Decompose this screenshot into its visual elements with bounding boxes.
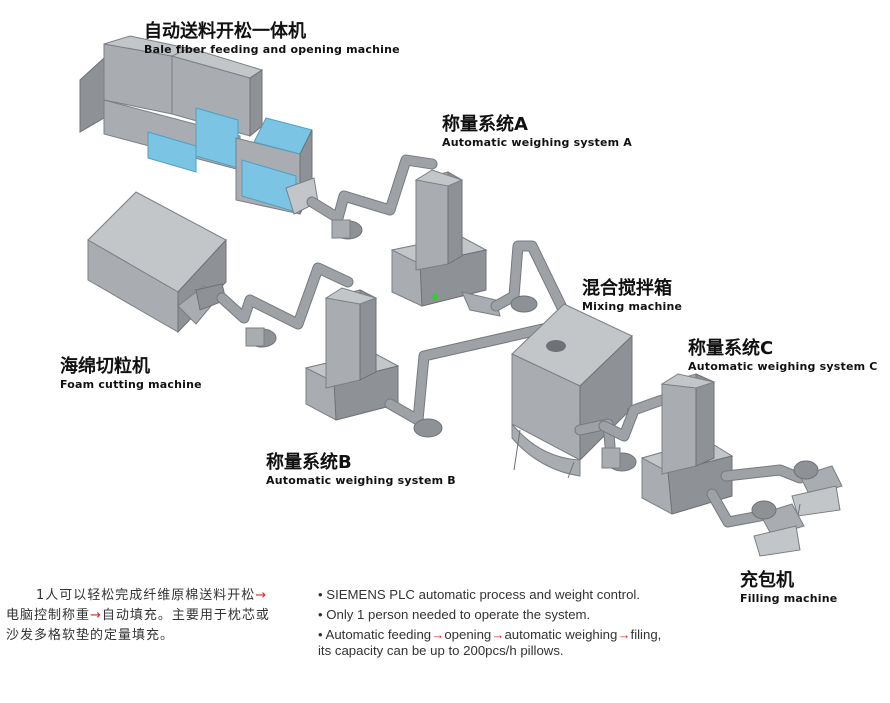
label-weigh-c: 称量系统C Automatic weighing system C bbox=[688, 338, 878, 374]
pipe-mixer-to-weigh-c bbox=[598, 394, 668, 472]
pipe-weigh-a-to-mixer bbox=[490, 240, 574, 326]
label-weigh-a: 称量系统A Automatic weighing system A bbox=[442, 114, 632, 150]
desc-en-b3-part1: • Automatic feeding bbox=[318, 627, 432, 642]
desc-en-bullet-1: • SIEMENS PLC automatic process and weig… bbox=[318, 587, 640, 602]
label-filler-cn: 充包机 bbox=[740, 570, 794, 591]
desc-cn-part1: 1人可以轻松完成纤维原棉送料开松 bbox=[36, 588, 256, 603]
bale-feeder-machine bbox=[79, 35, 319, 215]
foam-cutting-machine bbox=[87, 191, 227, 334]
arrow-icon: → bbox=[491, 627, 505, 642]
label-mixer-en: Mixing machine bbox=[582, 300, 683, 313]
label-weigh-c-en: Automatic weighing system C bbox=[688, 360, 878, 373]
mixing-machine bbox=[511, 303, 633, 479]
arrow-icon: → bbox=[431, 627, 445, 642]
desc-cn-part2: 电脑控制称重 bbox=[6, 608, 91, 623]
label-weigh-b-cn: 称量系统B bbox=[266, 452, 352, 473]
label-mixer: 混合搅拌箱 Mixing machine bbox=[582, 278, 682, 314]
label-bale-feeder-cn: 自动送料开松一体机 bbox=[144, 21, 306, 42]
arrow-icon: → bbox=[617, 627, 631, 642]
desc-en-bullet-2: • Only 1 person needed to operate the sy… bbox=[318, 607, 591, 622]
label-bale-feeder-en: Bale fiber feeding and opening machine bbox=[144, 43, 400, 56]
desc-en-b3-part3: automatic weighing bbox=[504, 627, 618, 642]
filling-machine bbox=[751, 460, 843, 557]
label-weigh-a-en: Automatic weighing system A bbox=[442, 136, 633, 149]
pipe-feeder-to-weigh-a bbox=[306, 154, 438, 240]
desc-cn-part3: 自动填充。主要用于枕芯或沙发多格软垫的定量填充。 bbox=[6, 608, 270, 643]
label-mixer-cn: 混合搅拌箱 bbox=[582, 278, 672, 299]
pipe-weigh-b-to-mixer bbox=[384, 320, 562, 438]
weighing-system-b bbox=[304, 287, 400, 421]
label-foam-cutter-cn: 海绵切粒机 bbox=[60, 356, 150, 377]
weighing-system-a bbox=[390, 169, 501, 317]
pipe-weigh-c-to-fillers bbox=[706, 464, 806, 528]
desc-en-b3-part4: filing, its capacity can be up to 200pcs… bbox=[318, 627, 662, 658]
desc-en-b3-part2: opening bbox=[444, 627, 492, 642]
label-weigh-b-en: Automatic weighing system B bbox=[266, 474, 456, 487]
label-weigh-b: 称量系统B Automatic weighing system B bbox=[266, 452, 456, 488]
desc-en-bullet-3: • Automatic feeding→opening→automatic we… bbox=[318, 627, 668, 659]
pipe-foam-to-weigh-b bbox=[216, 262, 354, 348]
arrow-icon: → bbox=[90, 608, 102, 623]
label-weigh-a-cn: 称量系统A bbox=[442, 114, 528, 135]
weighing-system-c bbox=[640, 373, 734, 515]
label-filler: 充包机 Filling machine bbox=[740, 570, 837, 606]
label-bale-feeder: 自动送料开松一体机 Bale fiber feeding and opening… bbox=[144, 21, 400, 57]
label-foam-cutter: 海绵切粒机 Foam cutting machine bbox=[60, 356, 202, 392]
label-weigh-c-cn: 称量系统C bbox=[688, 338, 774, 359]
label-foam-cutter-en: Foam cutting machine bbox=[60, 378, 202, 391]
description-chinese: 1人可以轻松完成纤维原棉送料开松→电脑控制称重→自动填充。主要用于枕芯或沙发多格… bbox=[6, 586, 276, 646]
label-filler-en: Filling machine bbox=[740, 592, 838, 605]
arrow-icon: → bbox=[255, 588, 268, 603]
description-english: • SIEMENS PLC automatic process and weig… bbox=[318, 587, 668, 659]
